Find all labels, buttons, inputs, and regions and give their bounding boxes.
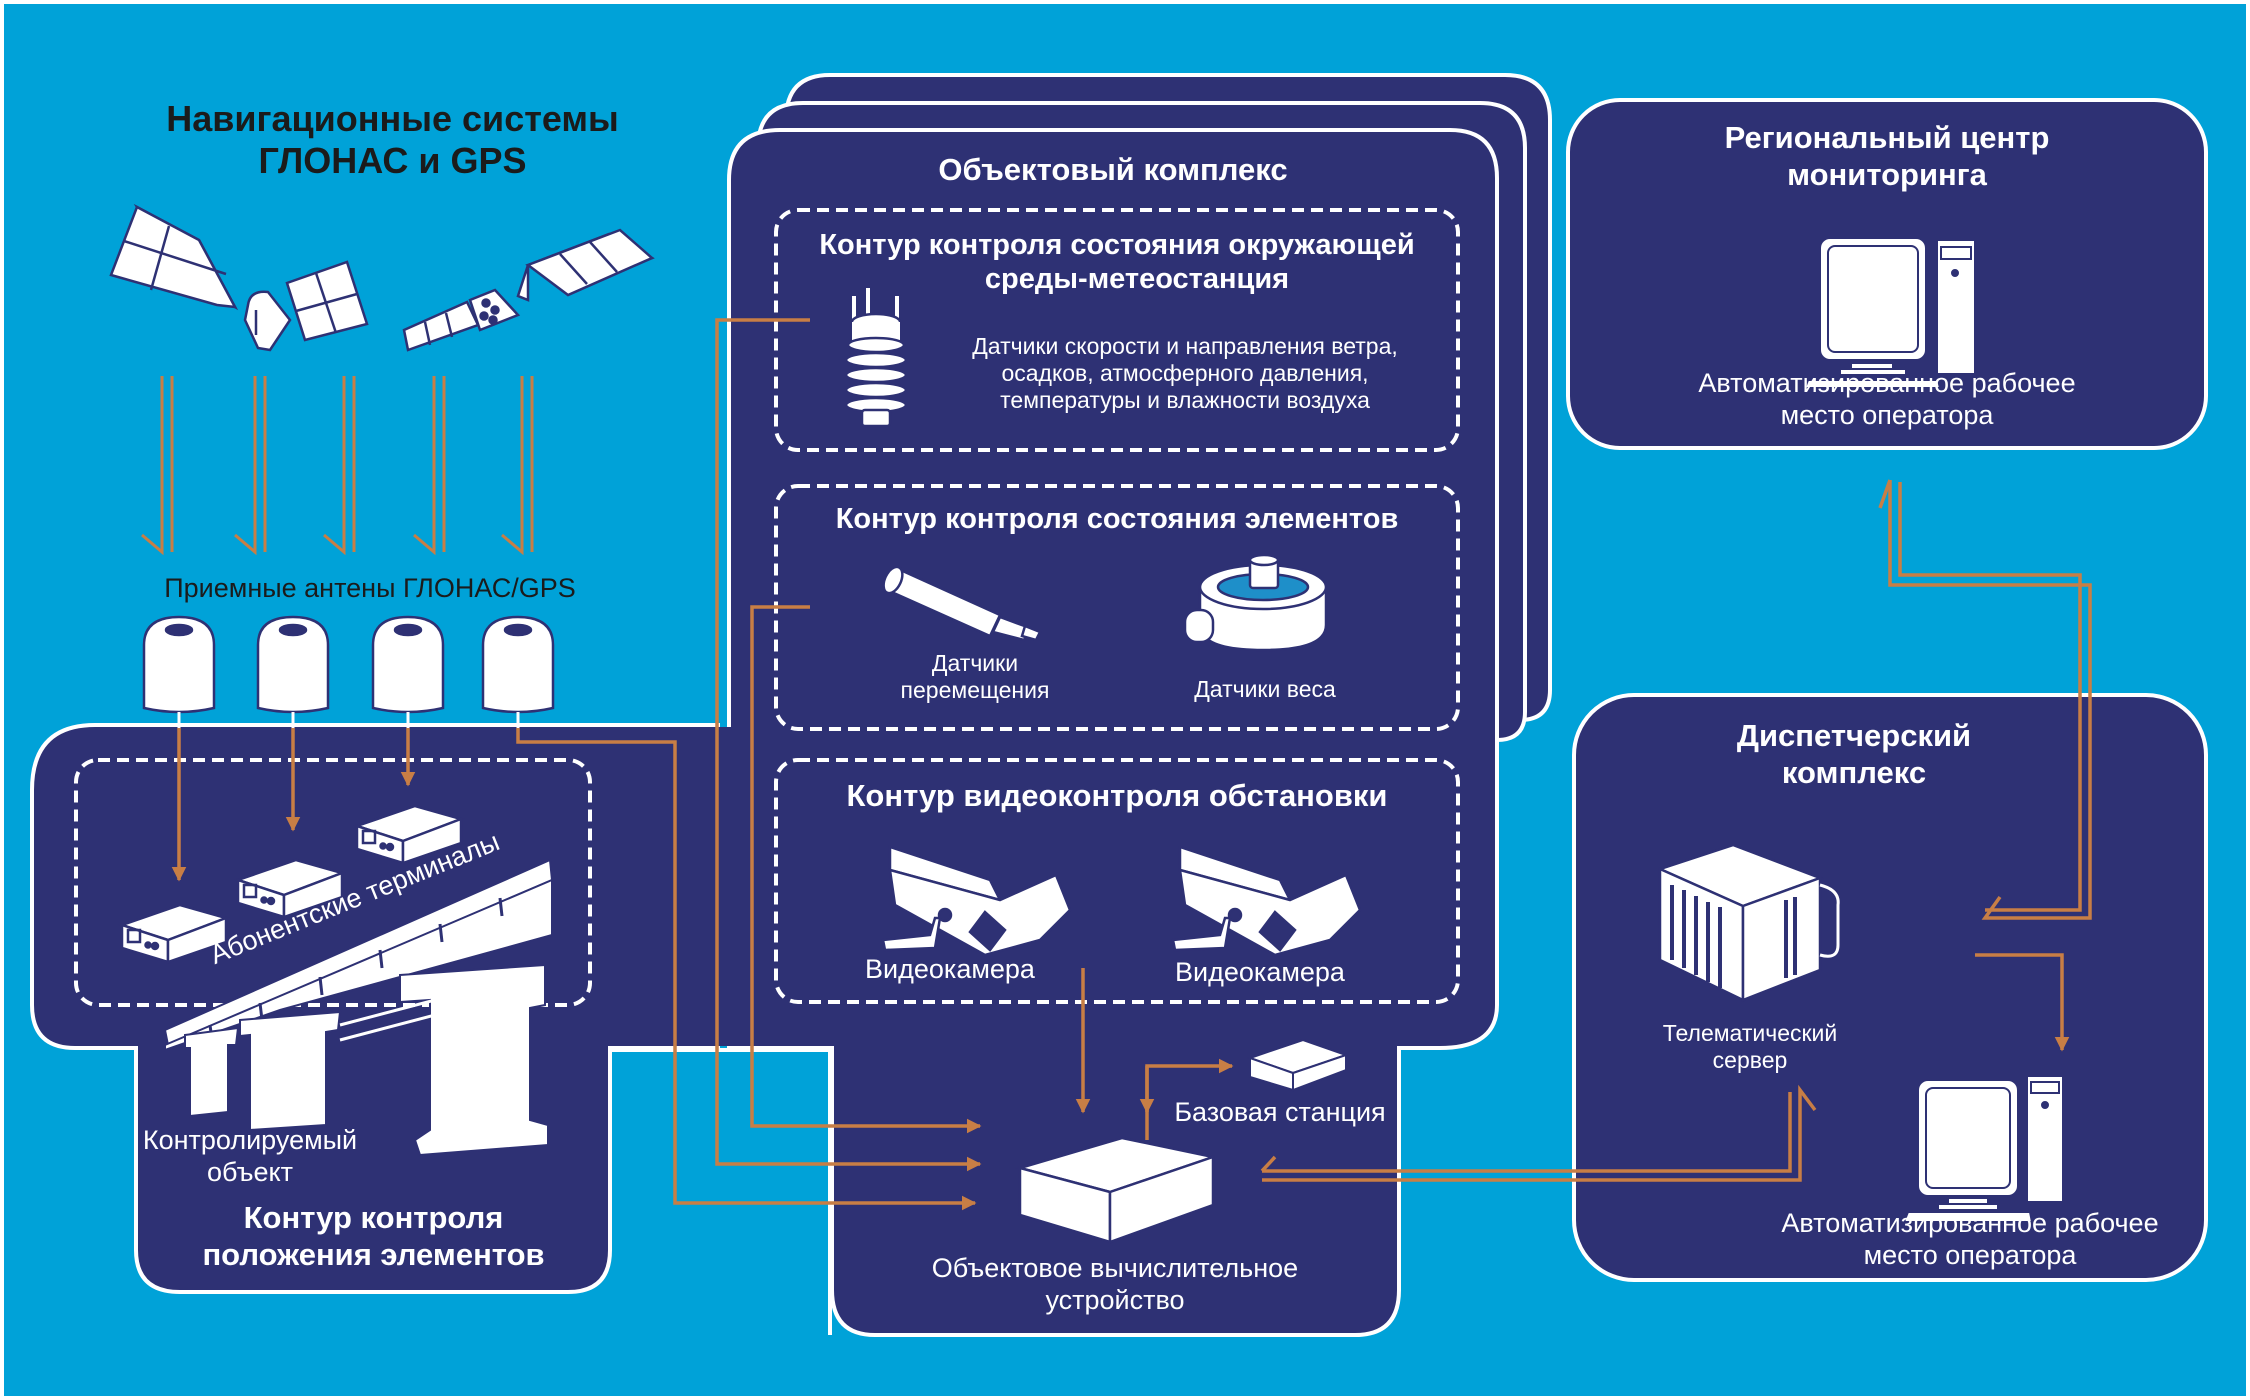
cyan-gap: [612, 1050, 830, 1310]
computing-device-label: Объектовое вычислительное устройство: [900, 1253, 1330, 1317]
regional-title-line1: Региональный центр: [1724, 120, 2050, 155]
displacement-sensor-icon: [882, 565, 1042, 642]
weather-desc-line3: температуры и влажности воздуха: [1000, 387, 1370, 414]
object-complex-panel: [727, 128, 1499, 1337]
antenna-icon: [481, 615, 555, 714]
telematic-server-line1: Телематический: [1662, 1020, 1838, 1046]
bridge-pier-2: [239, 1010, 342, 1132]
terminal-icon: [118, 903, 230, 964]
base-station-icon: [1246, 1038, 1350, 1092]
terminal-icon: [234, 858, 346, 919]
signal-arrow: [413, 376, 446, 556]
video-camera-icon-1: [881, 845, 1072, 957]
video-camera-label-2: Видеокамера: [1175, 957, 1345, 987]
weather-station-icon: [844, 288, 908, 428]
video-camera-label-1: Видеокамера: [865, 954, 1035, 984]
telematic-server-line2: сервер: [1712, 1047, 1788, 1074]
signal-arrow: [323, 376, 356, 556]
dispatcher-workstation-icon: [1902, 1075, 2064, 1223]
regional-title-line2: мониторинга: [1787, 156, 1987, 192]
elements-contour-title: Контур контроля состояния элементов: [835, 503, 1399, 535]
bridge-pier-1: [184, 1026, 240, 1118]
computing-device-line2: устройство: [1045, 1284, 1185, 1315]
subscriber-terminals: [118, 804, 465, 964]
regional-center-title: Региональный центр мониторинга: [1568, 120, 2206, 193]
signal-arrow: [234, 376, 267, 556]
position-contour-title-line2: положения элементов: [202, 1236, 545, 1272]
dispatcher-title-line2: комплекс: [1781, 754, 1927, 790]
computing-device-line1: Объектовое вычислительное: [931, 1253, 1299, 1283]
signal-arrows: [141, 376, 534, 556]
navigation-title-line1: Навигационные системы: [166, 98, 619, 139]
dispatcher-workstation-label: Автоматизированное рабочее место операто…: [1740, 1208, 2200, 1272]
position-contour-title: Контур контроля положения элементов: [136, 1200, 611, 1273]
terminal-icon: [353, 804, 465, 865]
regional-workstation-icon: [1803, 237, 1976, 389]
regional-workstation-label: Автоматизированное рабочее место операто…: [1568, 368, 2206, 432]
displacement-line2: перемещения: [900, 677, 1050, 704]
controlled-object-line2: объект: [207, 1156, 293, 1187]
antennas: [142, 615, 555, 728]
weather-contour-frame: [774, 208, 1460, 452]
dispatcher-title: Диспетчерский комплекс: [1574, 718, 2134, 791]
navigation-title-line2: ГЛОНАС и GPS: [258, 140, 527, 182]
weather-title-line2: среды-метеостанция: [984, 263, 1290, 296]
antenna-icon: [142, 615, 216, 714]
bridge-icon: [163, 858, 554, 1157]
regional-dispatcher-connector: [1878, 479, 2092, 1052]
dispatcher-workstation-line1: Автоматизированное рабочее: [1781, 1208, 2159, 1238]
dispatcher-workstation-line2: место оператора: [1863, 1239, 2077, 1270]
antennas-label: Приемные антены ГЛОНАС/GPS: [164, 573, 576, 603]
video-contour-frame: [774, 758, 1460, 1004]
weather-sensors-description: Датчики скорости и направления ветра, ос…: [935, 333, 1435, 414]
antenna-connectors: [171, 728, 977, 1211]
regional-workstation-line2: место оператора: [1780, 399, 1994, 430]
weight-sensor-icon: [1183, 553, 1328, 652]
displacement-line1: Датчики: [931, 650, 1019, 676]
telematic-server-label: Телематический сервер: [1640, 1020, 1860, 1074]
weather-desc-line1: Датчики скорости и направления ветра,: [972, 333, 1398, 359]
weather-contour-title: Контур контроля состояния окружающей сре…: [776, 228, 1458, 296]
weight-sensors-label: Датчики веса: [1194, 676, 1336, 702]
regional-workstation-line1: Автоматизированное рабочее: [1698, 368, 2076, 398]
computing-device-icon: [1015, 1136, 1218, 1244]
video-camera-icon-2: [1171, 845, 1362, 957]
telematic-server-icon: [1656, 843, 1840, 1002]
object-complex-title: Объектовый комплекс: [938, 152, 1288, 187]
antenna-icon: [371, 615, 445, 714]
video-contour-title: Контур видеоконтроля обстановки: [846, 778, 1388, 813]
navigation-title: Навигационные системы ГЛОНАС и GPS: [90, 98, 695, 183]
antenna-icon: [256, 615, 330, 714]
weather-title-line1: Контур контроля состояния окружающей: [819, 229, 1415, 261]
terminals-contour-frame: [74, 758, 592, 1007]
base-station-label: Базовая станция: [1174, 1097, 1386, 1127]
position-contour-title-line1: Контур контроля: [243, 1200, 504, 1235]
displacement-sensors-label: Датчики перемещения: [870, 650, 1080, 704]
object-connectors: [715, 318, 1817, 1182]
controlled-object-label: Контролируемый объект: [130, 1125, 370, 1189]
signal-arrow: [141, 376, 174, 556]
satellite-glonass-icon: [109, 203, 369, 352]
satellite-gps-icon: [402, 228, 655, 352]
controlled-object-line1: Контролируемый: [142, 1125, 358, 1155]
dispatcher-title-line1: Диспетчерский: [1736, 718, 1972, 753]
weather-desc-line2: осадков, атмосферного давления,: [1001, 360, 1369, 387]
signal-arrow: [501, 376, 534, 556]
